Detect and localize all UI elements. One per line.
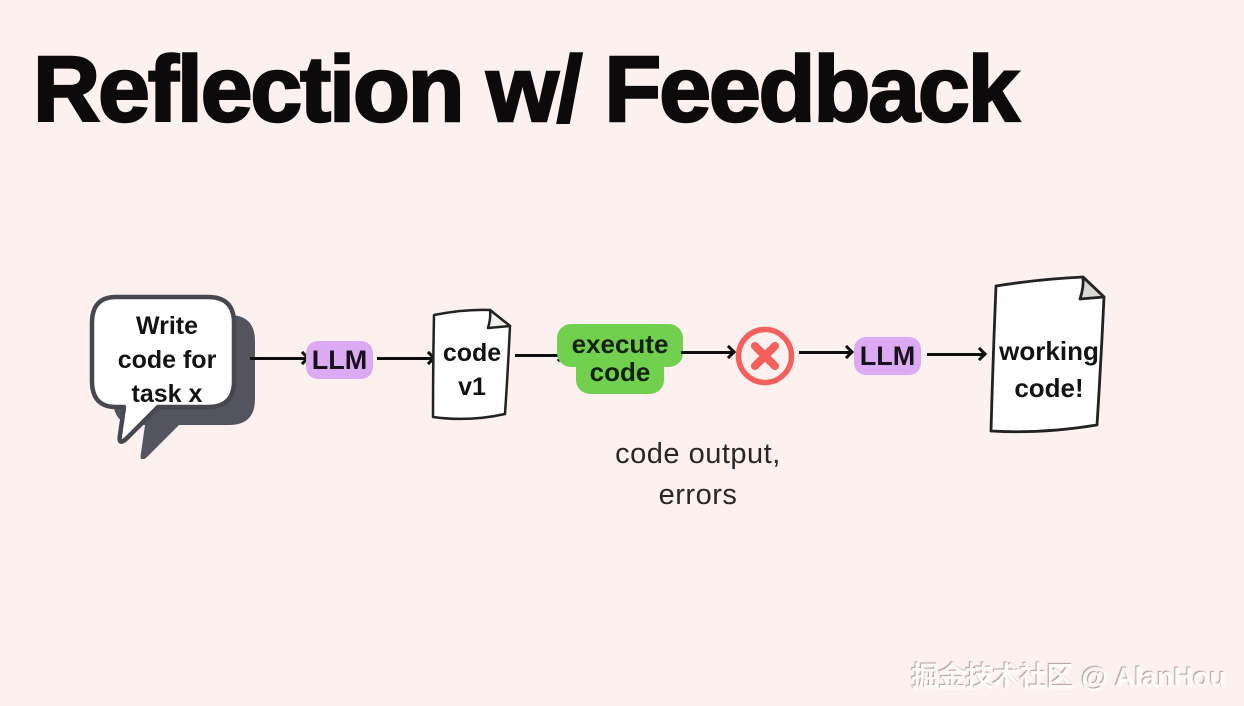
execute-code-badge: execute code bbox=[556, 324, 684, 394]
execute-badge-line-2: code bbox=[575, 354, 665, 394]
prompt-line-1: Write bbox=[135, 312, 199, 340]
llm-badge-first: LLM bbox=[306, 341, 373, 379]
llm-badge-second: LLM bbox=[854, 337, 921, 375]
page-title: Reflection w/ Feedback bbox=[32, 36, 1021, 143]
document-icon-working-code bbox=[989, 275, 1106, 434]
working-code-doc-text: working code! bbox=[993, 333, 1105, 407]
flow-arrow-4 bbox=[681, 344, 737, 360]
note-line-1: code output, bbox=[615, 438, 781, 470]
flow-arrow-1 bbox=[250, 350, 311, 366]
document-icon-code-v1 bbox=[431, 308, 512, 421]
flow-arrow-6 bbox=[927, 346, 988, 362]
code-output-note: code output, errors bbox=[578, 434, 818, 516]
llm-badge-label: LLM bbox=[859, 340, 916, 371]
prompt-line-2: code for bbox=[117, 346, 217, 374]
prompt-bubble-text: Write code for task x bbox=[92, 309, 242, 411]
watermark-text: 掘金技术社区 @ AlanHou bbox=[911, 662, 1226, 692]
error-x-icon bbox=[735, 326, 795, 386]
code-v1-line-1: code bbox=[442, 339, 502, 367]
flow-arrow-3 bbox=[515, 347, 567, 363]
code-v1-doc-text: code v1 bbox=[437, 336, 507, 404]
arrowhead-icon bbox=[839, 344, 855, 360]
speech-bubble-icon bbox=[89, 294, 255, 459]
code-v1-line-2: v1 bbox=[458, 373, 486, 401]
flow-arrow-5 bbox=[799, 344, 855, 360]
working-code-line-1: working bbox=[999, 336, 1099, 366]
note-line-2: errors bbox=[658, 479, 738, 511]
working-code-line-2: code! bbox=[1014, 373, 1084, 403]
llm-badge-label: LLM bbox=[311, 344, 368, 375]
flow-arrow-2 bbox=[377, 350, 437, 366]
prompt-line-3: task x bbox=[131, 380, 203, 408]
